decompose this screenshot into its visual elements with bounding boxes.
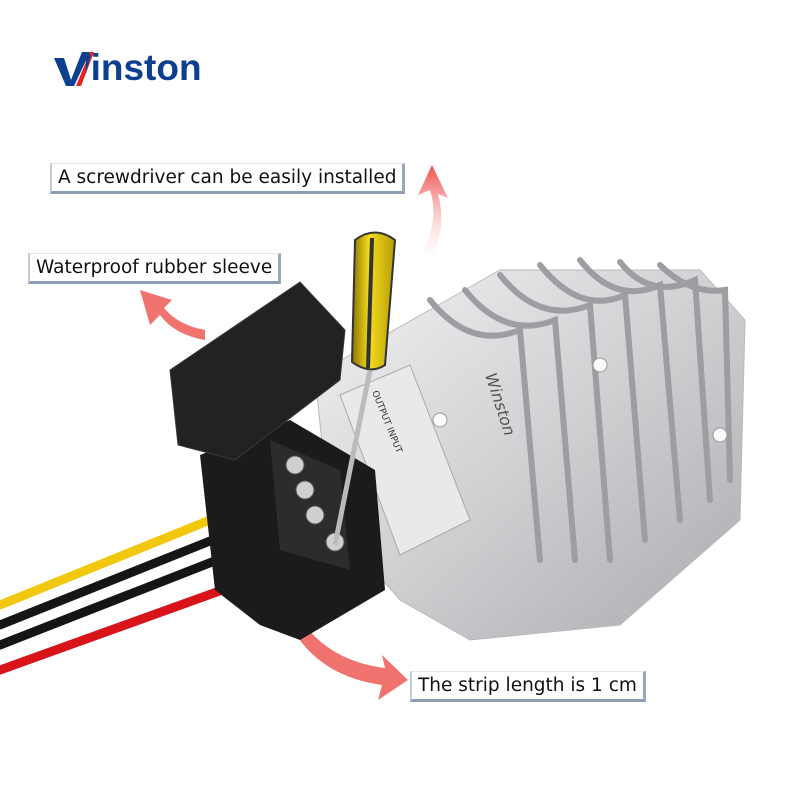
rubber-sleeve: [169, 281, 346, 461]
screwdriver: [332, 231, 397, 546]
winston-logo-icon: [54, 52, 94, 86]
arrow-up-right-icon: [418, 165, 448, 262]
callout-strip-length: The strip length is 1 cm: [410, 671, 646, 702]
callout-screwdriver: A screwdriver can be easily installed: [50, 163, 406, 194]
arrow-down-right-icon: [284, 605, 408, 700]
arrow-left-icon: [140, 290, 205, 340]
callout-rubber-sleeve: Waterproof rubber sleeve: [28, 253, 282, 284]
heatsink-housing: OUTPUT INPUT Winston: [314, 257, 746, 641]
terminal-block: [200, 420, 385, 640]
brand-logo-text: Winston: [56, 47, 202, 88]
wires: [0, 513, 255, 675]
